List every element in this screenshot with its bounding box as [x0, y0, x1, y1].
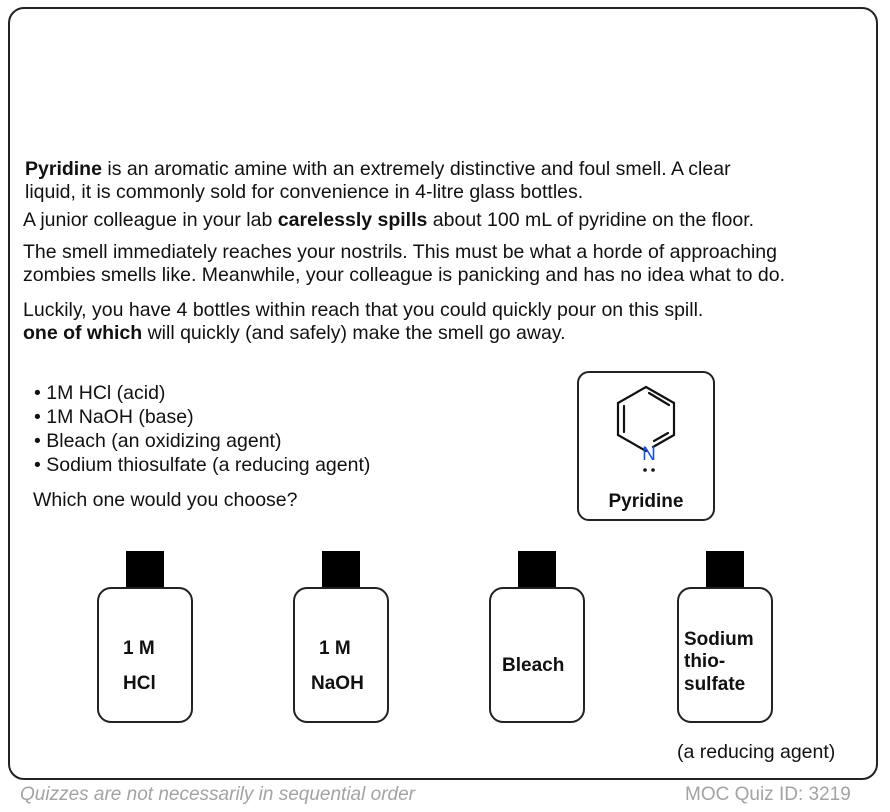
bottle-hcl-line1: 1 M	[123, 638, 155, 659]
paragraph-smell-line1: The smell immediately reaches your nostr…	[23, 241, 777, 263]
footer-note: Quizzes are not necessarily in sequentia…	[20, 784, 415, 805]
option-thiosulfate: • Sodium thiosulfate (a reducing agent)	[34, 454, 371, 476]
option-hcl: • 1M HCl (acid)	[34, 382, 166, 404]
bottle-cap	[706, 551, 744, 591]
bottle-cap	[518, 551, 556, 591]
paragraph-intro-line1: Pyridine is an aromatic amine with an ex…	[25, 158, 731, 181]
option-bleach: • Bleach (an oxidizing agent)	[34, 430, 282, 452]
bottle-thiosulfate-line1: Sodium	[684, 629, 754, 650]
paragraph-intro-text: is an aromatic amine with an extremely d…	[101, 158, 731, 180]
bottle-body: Bleach	[489, 587, 585, 723]
carelessly-spills-bold: carelessly spills	[277, 209, 428, 231]
bottle-cap	[322, 551, 360, 591]
bottle-cap	[126, 551, 164, 591]
bottle-naoh-line2: NaOH	[311, 673, 364, 694]
bottle-thiosulfate-line3: sulfate	[684, 674, 746, 695]
pyridine-bold: Pyridine	[25, 158, 102, 180]
paragraph-spill: A junior colleague in your lab carelessl…	[23, 209, 754, 232]
lone-pair-dot-right	[651, 468, 655, 472]
quiz-id: MOC Quiz ID: 3219	[685, 784, 851, 805]
paragraph-bottles-text: will quickly (and safely) make the smell…	[142, 322, 566, 344]
bottle-naoh[interactable]: 1 M NaOH	[293, 551, 389, 723]
bottle-hcl-line2: HCl	[123, 673, 156, 694]
bottle-thiosulfate[interactable]: Sodium thio- sulfate	[677, 551, 773, 723]
bottle-bleach-label: Bleach	[502, 655, 565, 676]
pyridine-structure-drawing: N	[616, 385, 676, 472]
bottle-hcl[interactable]: 1 M HCl	[97, 551, 193, 723]
bottle-bleach[interactable]: Bleach	[489, 551, 585, 723]
pyridine-structure-box: N Pyridine	[577, 371, 715, 521]
question-text: Which one would you choose?	[33, 489, 298, 511]
lone-pair-dot-left	[643, 468, 647, 472]
bottle-body: Sodium thio- sulfate	[677, 587, 773, 723]
bottle-body: 1 M NaOH	[293, 587, 389, 723]
paragraph-bottles-line2: one of which will quickly (and safely) m…	[23, 322, 566, 345]
pyridine-label: Pyridine	[608, 491, 684, 512]
paragraph-smell-line2: zombies smells like. Meanwhile, your col…	[23, 264, 786, 286]
one-of-which-bold: one of which	[23, 322, 143, 344]
paragraph-intro-line2: liquid, it is commonly sold for convenie…	[25, 181, 584, 203]
bottle-naoh-line1: 1 M	[319, 638, 351, 659]
option-naoh: • 1M NaOH (base)	[34, 406, 194, 428]
spill-text-a: A junior colleague in your lab	[23, 209, 278, 231]
paragraph-bottles-line1: Luckily, you have 4 bottles within reach…	[23, 299, 704, 321]
bottle-caption: (a reducing agent)	[677, 741, 836, 763]
nitrogen-atom-label: N	[642, 444, 656, 465]
spill-text-b: about 100 mL of pyridine on the floor.	[427, 209, 755, 231]
bottle-thiosulfate-line2: thio-	[684, 651, 726, 672]
bottle-body: 1 M HCl	[97, 587, 193, 723]
